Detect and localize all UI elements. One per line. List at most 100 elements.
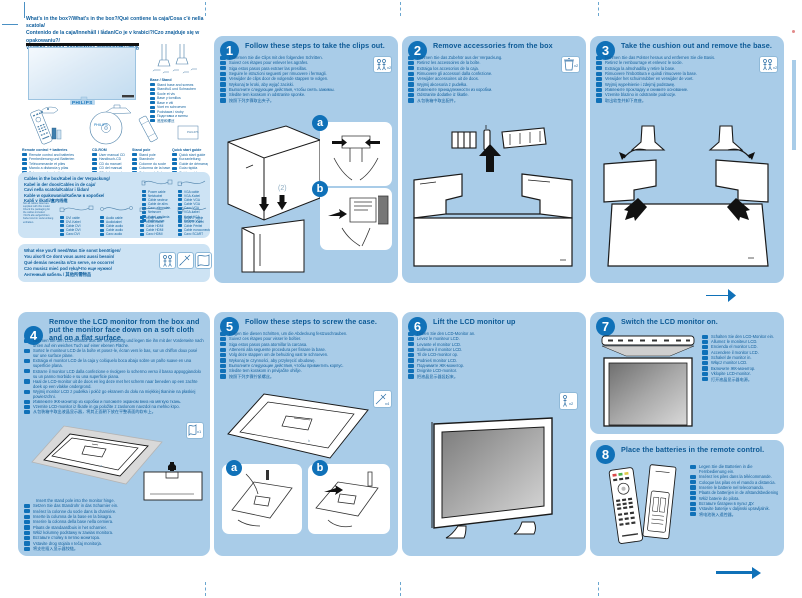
list-item: Cavo VGA <box>178 206 208 210</box>
lang-flag-icon <box>408 55 414 60</box>
lang-flag-icon <box>60 228 65 232</box>
caption-heading: Base / Stand <box>150 78 172 82</box>
what-else-line: Czo musisz mieć pod ręką/Что еще нужно/ <box>24 266 112 271</box>
list-item: Włącz monitor LCD. <box>702 360 778 365</box>
list-item: Encienda el monitor LCD. <box>702 344 778 349</box>
lang-flag-icon <box>178 210 183 214</box>
step-4-instructions: Nehmen Sie den LCD-Monitor aus der Verpa… <box>24 338 204 414</box>
what-else-line: Антенный кабель / 其他所需物品 <box>24 272 92 277</box>
step-4-secondary-instructions: Insert the stand pole into the monitor h… <box>24 498 204 551</box>
list-item: Cable audio <box>100 228 134 232</box>
lang-flag-icon <box>100 224 105 228</box>
fold-mark-bottom-1 <box>205 582 206 596</box>
list-item: Schakel de monitor in. <box>702 355 778 360</box>
list-item: Выполните следующие действия, чтобы прив… <box>220 363 392 368</box>
step-7-instructions: Schalten Sie den LCD-Monitor ein. Allume… <box>702 334 778 382</box>
lang-flag-icon <box>172 162 177 166</box>
list-item: Подставка и винты <box>150 114 206 119</box>
cables-note-line: Not all cables listed are <box>23 202 49 205</box>
cd-illustration: PHILIPS <box>89 111 123 145</box>
caption-items: SCART cable SCART-Kabel Câble Péritel Ca… <box>178 216 210 236</box>
lang-flag-icon <box>408 352 414 358</box>
soft-cloth-icon: x1 <box>186 422 204 439</box>
list-item: Folgen Sie diesen Schritten, um die Abde… <box>220 331 392 336</box>
list-item: Выполните следующие действия, чтобы снят… <box>220 87 392 92</box>
lang-flag-icon <box>150 110 155 114</box>
list-item: Dvignite LCD-monitor. <box>408 368 580 373</box>
fold-mark-top-1 <box>205 2 206 16</box>
lang-flag-icon <box>22 153 27 157</box>
lang-flag-icon <box>24 525 30 530</box>
list-item: Netsnoer <box>142 210 176 214</box>
list-item: Stand base and screws <box>150 83 206 88</box>
lang-flag-icon <box>220 369 226 374</box>
lang-flag-icon <box>596 87 602 92</box>
list-item: Insert the stand pole into the monitor h… <box>36 498 115 503</box>
lang-flag-icon <box>596 93 602 98</box>
list-item: Вставьте стойку в петлю монитора. <box>24 535 204 540</box>
list-item: Levante el monitor LCD. <box>408 342 580 347</box>
cables-section: Cables in the box/Kabel in der Verpackun… <box>18 172 210 238</box>
list-item: Wyjmij monitor LCD z pudełka i połóż go … <box>24 389 204 399</box>
lang-flag-icon <box>702 334 708 339</box>
list-item: Suivez ces étapes pour enlever les agraf… <box>220 60 392 65</box>
step-8-remote-illustration <box>608 464 677 544</box>
stand-pole-illustration <box>138 115 158 143</box>
cables-note-line: / Nicht alle aufgeführten <box>23 214 50 218</box>
what-else-line: What else you'll need/Was Sie sonst benö… <box>24 248 121 253</box>
list-item: Włóż kolumnę podstawy w zawias monitora. <box>24 530 204 535</box>
lang-flag-icon <box>24 338 30 343</box>
list-item: Włóż baterie do pilota. <box>690 496 778 501</box>
lang-flag-icon <box>60 220 65 224</box>
lang-flag-icon <box>150 114 155 118</box>
continue-arrow-right-top <box>706 289 736 302</box>
lang-flag-icon <box>24 379 30 384</box>
list-item: 打开液晶显示器电源。 <box>702 377 778 382</box>
remote-control-illustration <box>30 109 62 145</box>
lang-flag-icon <box>150 87 155 91</box>
caption-stand-parts: Base / Stand Stand base and screws Stand… <box>150 78 206 123</box>
step-4-pole-insert-illustration <box>143 462 203 501</box>
list-item: Verwijder het schuimrubber en verwijder … <box>596 76 778 81</box>
list-item: Odstranite dodatke iz škatle. <box>408 92 580 97</box>
list-item: Включите ЖК-монитор. <box>702 366 778 371</box>
lang-flag-icon <box>100 232 105 236</box>
caption-heading: Stand pole <box>132 148 151 152</box>
lang-flag-icon <box>220 87 226 92</box>
list-item: Câble DVI <box>60 224 92 228</box>
lang-flag-icon <box>142 194 147 198</box>
lang-flag-icon <box>24 546 30 551</box>
list-item: Guide de démarrage rapide <box>172 162 208 167</box>
callout-b: b <box>312 460 328 476</box>
list-item: Inserte la columna de la base en la bisa… <box>24 514 204 519</box>
list-item: Setzen Sie das Standrohr in das Scharnie… <box>24 503 204 508</box>
lang-flag-icon <box>150 105 155 109</box>
lang-flag-icon <box>142 218 147 222</box>
step-2-accessories-illustration <box>413 125 573 267</box>
tv-brand-logo: PHILIPS <box>70 99 95 105</box>
lang-flag-icon <box>140 224 145 228</box>
lang-flag-icon <box>596 55 602 60</box>
screwdriver-icon: x4 <box>373 390 392 408</box>
cables-note-line: enthalten. <box>23 220 34 224</box>
list-item: Wykonaj te czynności, aby przykręcić obu… <box>220 358 392 363</box>
what-else-line: Qué demás necesita n/Co serve, se occorr… <box>24 260 115 265</box>
screw-detail-b-illustration <box>315 471 379 528</box>
list-item: Estrarre il monitor LCD dalla confezione… <box>24 369 204 379</box>
lang-flag-icon <box>142 190 147 194</box>
list-item: Inserire la colonna della base nella cer… <box>24 519 204 524</box>
cables-heading-line-3: Cavi nella scatola/Kablar i lådan/ <box>24 187 89 193</box>
list-item: Volg deze stappen om de behuizing vast t… <box>220 352 392 357</box>
contents-heading-line-1: What's in the box?/What's in the box?/Qu… <box>26 16 204 30</box>
caption-items: Stand base and screws Standfuß und Schra… <box>150 83 206 124</box>
list-item: HDMI cable <box>140 216 174 220</box>
lang-flag-icon <box>690 490 696 495</box>
list-item: Allumez le moniteur LCD. <box>702 339 778 344</box>
batteries-icon <box>51 127 62 140</box>
lang-flag-icon <box>140 232 145 236</box>
step-6-instructions: Heben Sie den LCD-Monitor an. Levez le m… <box>408 331 580 379</box>
step-panel-5: 5 Follow these steps to screw the case. … <box>214 312 398 556</box>
lang-flag-icon <box>178 206 183 210</box>
list-item: Кабель пит. <box>142 219 176 223</box>
list-item: Entfernen Sie die Clips mit den folgende… <box>220 55 392 60</box>
